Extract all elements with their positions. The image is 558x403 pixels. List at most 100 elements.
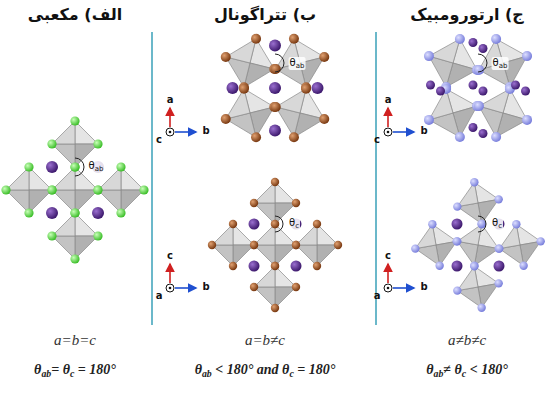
angle-label: θab bbox=[492, 57, 509, 70]
anion-atom bbox=[292, 283, 300, 291]
label-text: = θ bbox=[51, 362, 70, 377]
axis-label: c bbox=[167, 250, 173, 262]
octahedron-face bbox=[6, 167, 29, 190]
label-text: < 180° bbox=[470, 362, 508, 377]
subscript-text: c bbox=[70, 368, 74, 379]
anion-atom bbox=[289, 34, 299, 44]
label-text: a=b=c bbox=[54, 332, 96, 348]
axis-label: b bbox=[420, 125, 427, 137]
angle-label: θab bbox=[88, 160, 105, 173]
label-text: a bbox=[156, 290, 163, 301]
anion-atom bbox=[494, 244, 502, 252]
axis-out-of-plane bbox=[384, 128, 392, 136]
axis-label: c bbox=[156, 134, 162, 146]
axis-label: b bbox=[420, 281, 427, 293]
angle-formula: θab≠ θc< 180° bbox=[426, 362, 507, 379]
label-text: θ bbox=[289, 217, 295, 228]
axis-out-of-plane bbox=[384, 284, 392, 292]
anion-atom bbox=[536, 237, 544, 245]
lattice-formula: a=b≠c bbox=[245, 332, 285, 349]
label-text: الف) مکعبی bbox=[28, 5, 122, 24]
anion-atom bbox=[455, 34, 465, 44]
octahedron-face bbox=[275, 287, 296, 308]
cation-atom bbox=[46, 207, 58, 219]
anion-atom bbox=[24, 208, 33, 217]
cation-atom bbox=[479, 44, 488, 53]
label-text: = 180° bbox=[78, 362, 116, 377]
anion-atom bbox=[512, 220, 520, 228]
octahedron-face bbox=[52, 121, 75, 144]
anion-atom bbox=[70, 162, 79, 171]
octahedron-face bbox=[254, 182, 275, 203]
axis-dot bbox=[169, 287, 172, 290]
cation-atom bbox=[291, 261, 302, 272]
anion-atom bbox=[474, 101, 484, 111]
subscript-text: c bbox=[289, 368, 293, 379]
label-text: < 180° and θ bbox=[215, 362, 289, 377]
axis-arrow bbox=[387, 264, 389, 283]
anion-atom bbox=[229, 262, 237, 270]
axis-arrow bbox=[393, 287, 414, 289]
axis-arrow bbox=[169, 264, 171, 283]
anion-atom bbox=[435, 261, 443, 269]
octahedron-face bbox=[226, 89, 250, 119]
anion-atom bbox=[455, 132, 465, 142]
angle-label: θab bbox=[289, 57, 306, 70]
anion-atom bbox=[70, 208, 79, 217]
octahedron-face bbox=[226, 39, 256, 63]
anion-atom bbox=[292, 241, 300, 249]
panel-title: ب) تتراگونال bbox=[214, 6, 316, 24]
anion-atom bbox=[70, 254, 79, 263]
subscript-text: c bbox=[498, 222, 502, 230]
label-text: ج) ارتورومبیک bbox=[410, 5, 524, 24]
anion-atom bbox=[47, 185, 56, 194]
octahedron-face bbox=[121, 167, 144, 190]
anion-atom bbox=[271, 262, 279, 270]
axis-label: a bbox=[156, 290, 163, 302]
subscript-text: ab bbox=[296, 62, 305, 70]
label-text: c bbox=[385, 250, 391, 261]
anion-atom bbox=[116, 208, 125, 217]
octahedron-face bbox=[429, 39, 460, 63]
lattice-formula: a≠b≠c bbox=[448, 332, 486, 349]
cation-atom bbox=[269, 40, 281, 52]
angle-arc bbox=[478, 54, 487, 72]
octahedron-face bbox=[52, 236, 75, 259]
anion-atom bbox=[411, 244, 419, 252]
axis-label: a bbox=[374, 290, 381, 302]
label-text: θ bbox=[34, 362, 41, 377]
angle-formula: θab< 180° and θc= 180° bbox=[195, 362, 336, 379]
anion-atom bbox=[1, 185, 10, 194]
anion-atom bbox=[292, 241, 300, 249]
anion-atom bbox=[70, 208, 79, 217]
anion-atom bbox=[93, 185, 102, 194]
anion-atom bbox=[522, 115, 532, 125]
anion-atom bbox=[452, 237, 460, 245]
subscript-text: ab bbox=[202, 368, 212, 379]
anion-atom bbox=[70, 162, 79, 171]
divider-line bbox=[151, 32, 153, 325]
anion-atom bbox=[271, 220, 279, 228]
label-text: a bbox=[374, 290, 381, 301]
anion-atom bbox=[251, 34, 261, 44]
anion-atom bbox=[271, 262, 279, 270]
axis-dot bbox=[387, 287, 390, 290]
cation-atom bbox=[249, 219, 260, 230]
divider-line bbox=[375, 32, 377, 325]
axis-label: c bbox=[385, 250, 391, 262]
label-text: θ bbox=[492, 217, 498, 228]
axis-label: b bbox=[202, 281, 209, 293]
label-text: a bbox=[167, 94, 174, 105]
anion-atom bbox=[477, 220, 485, 228]
axis-arrow bbox=[393, 131, 414, 133]
label-text: a=b≠c bbox=[245, 332, 285, 348]
subscript-text: ab bbox=[41, 368, 51, 379]
anion-atom bbox=[474, 65, 484, 75]
label-text: c bbox=[156, 134, 162, 145]
anion-atom bbox=[491, 34, 501, 44]
angle-formula: θab= θc = 180° bbox=[34, 362, 116, 379]
label-text: b bbox=[420, 281, 427, 292]
anion-atom bbox=[139, 185, 148, 194]
cation-atom bbox=[521, 87, 530, 96]
anion-atom bbox=[494, 195, 502, 203]
